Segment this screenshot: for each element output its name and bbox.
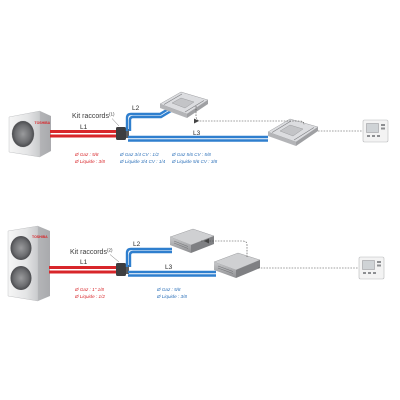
branch-liquid-spec-large: Ø Liquide 5/6 CV : 3/8: [171, 159, 218, 164]
line-label-l3: L3: [193, 130, 201, 137]
main-pipe-pair: [49, 266, 118, 274]
ducted-unit-2: [213, 252, 261, 278]
kit-label-2: Kit raccords(2): [70, 248, 113, 257]
fan-grille-icon: [10, 266, 32, 290]
wired-remote-controller-1: [362, 119, 389, 143]
brand-logo: TOSHIBA: [32, 235, 48, 239]
kit-leader-line: [111, 118, 120, 127]
brand-logo: TOSHIBA: [35, 121, 51, 125]
cassette-unit-2: [267, 118, 319, 146]
branch-gas-spec-large: Ø Gaz 5/6 CV : 5/8: [171, 152, 211, 157]
outdoor-unit-dual-fan: TOSHIBA: [7, 225, 50, 302]
liquid-pipe: [49, 270, 118, 274]
system-2: TOSHIBA: [7, 225, 385, 302]
branch-pipe-l3: [128, 270, 216, 277]
control-wiring-2: [201, 238, 358, 269]
branch-liquid-spec: Ø Liquide : 3/8: [156, 294, 187, 299]
branch-pipe-l3: [128, 135, 268, 142]
branch-pipe-l2: [125, 106, 172, 131]
main-liquid-spec: Ø Liquide : 1/2: [74, 294, 105, 299]
gas-pipe: [49, 266, 118, 269]
line-label-l1: L1: [80, 259, 88, 266]
branch-gas-spec-small: Ø Gaz 3/4 CV : 1/2: [119, 152, 159, 157]
branch-gas-spec: Ø Gaz : 5/8: [156, 287, 181, 292]
kit-leader-line: [109, 254, 120, 263]
fan-grille-icon: [12, 121, 34, 147]
cassette-unit-1: [159, 91, 209, 118]
wired-remote-controller-2: [358, 256, 385, 280]
branch-kit-2: [116, 263, 129, 276]
line-label-l3: L3: [165, 264, 173, 271]
main-gas-spec: Ø Gaz : 1" 1/8: [74, 287, 104, 292]
branch-liquid-spec-small: Ø Liquide 3/4 CV : 1/4: [119, 159, 166, 164]
system-1: TOSHIBA: [8, 91, 389, 164]
main-gas-spec: Ø Gaz : 5/8: [74, 152, 99, 157]
main-liquid-spec: Ø Liquide : 3/8: [74, 159, 105, 164]
kit-label-1: Kit raccords(1): [72, 112, 115, 121]
arrow-icon: [204, 238, 209, 244]
gas-pipe: [50, 130, 118, 133]
branch-pipe-l2: [125, 247, 172, 267]
control-wiring-1: [194, 106, 362, 132]
line-label-l1: L1: [80, 124, 88, 131]
line-label-l2: L2: [132, 105, 140, 112]
line-label-l2: L2: [133, 241, 141, 248]
outdoor-unit-single-fan: TOSHIBA: [8, 110, 51, 158]
fan-grille-icon: [10, 236, 32, 260]
liquid-pipe: [50, 134, 118, 138]
main-pipe-pair: [50, 130, 118, 138]
branch-kit-1: [116, 127, 129, 140]
arrow-icon: [194, 118, 199, 124]
